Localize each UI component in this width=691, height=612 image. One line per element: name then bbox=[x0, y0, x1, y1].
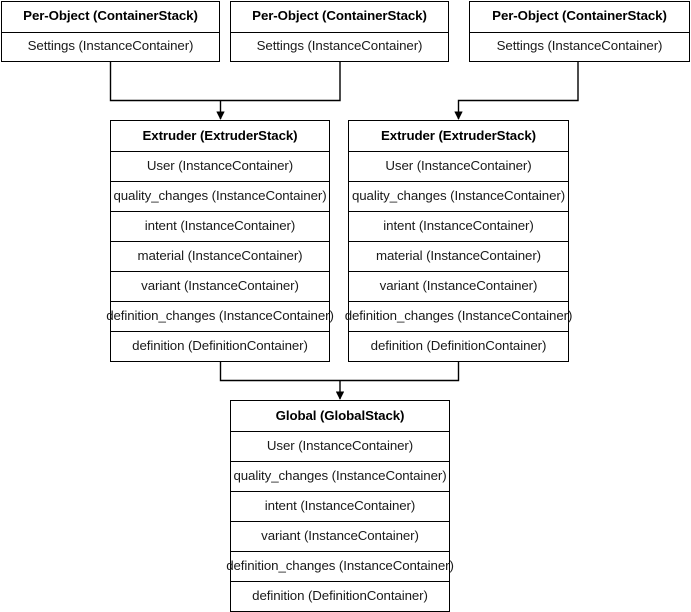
edge-perobject1-to-extruder1 bbox=[109, 60, 221, 102]
node-row: User (InstanceContainer) bbox=[231, 431, 449, 461]
node-per-object-3[interactable]: Per-Object (ContainerStack) Settings (In… bbox=[469, 1, 690, 62]
node-header: Extruder (ExtruderStack) bbox=[142, 127, 298, 143]
node-header: Per-Object (ContainerStack) bbox=[23, 8, 198, 24]
node-row: User (InstanceContainer) bbox=[349, 151, 568, 181]
node-extruder-2[interactable]: Extruder (ExtruderStack) User (InstanceC… bbox=[345, 120, 572, 362]
node-row: quality_changes (InstanceContainer) bbox=[111, 181, 329, 211]
node-row: intent (InstanceContainer) bbox=[231, 491, 449, 521]
node-row: quality_changes (InstanceContainer) bbox=[231, 461, 449, 491]
node-row: definition (DefinitionContainer) bbox=[231, 581, 449, 611]
node-row: intent (InstanceContainer) bbox=[111, 211, 329, 241]
node-row: intent (InstanceContainer) bbox=[349, 211, 568, 241]
node-header: Per-Object (ContainerStack) bbox=[492, 8, 667, 24]
node-row: variant (InstanceContainer) bbox=[111, 271, 329, 301]
node-row: Settings (InstanceContainer) bbox=[231, 31, 448, 62]
edge-extruder1-to-global bbox=[219, 360, 340, 382]
node-extruder-1[interactable]: Extruder (ExtruderStack) User (InstanceC… bbox=[106, 120, 334, 362]
node-row: quality_changes (InstanceContainer) bbox=[349, 181, 568, 211]
node-row: definition_changes (InstanceContainer) bbox=[345, 301, 572, 331]
edge-perobject2-to-extruder1 bbox=[220, 60, 341, 102]
node-header: Extruder (ExtruderStack) bbox=[381, 127, 536, 143]
node-header: Per-Object (ContainerStack) bbox=[252, 8, 427, 24]
node-global[interactable]: Global (GlobalStack) User (InstanceConta… bbox=[226, 400, 454, 612]
node-per-object-2[interactable]: Per-Object (ContainerStack) Settings (In… bbox=[230, 1, 449, 62]
node-row: Settings (InstanceContainer) bbox=[470, 31, 689, 62]
node-header: Global (GlobalStack) bbox=[275, 407, 405, 423]
node-row: User (InstanceContainer) bbox=[111, 151, 329, 181]
edge-extruder2-to-global bbox=[340, 360, 460, 382]
node-row: definition_changes (InstanceContainer) bbox=[226, 551, 454, 581]
node-row: variant (InstanceContainer) bbox=[349, 271, 568, 301]
edge-perobject3-to-extruder2 bbox=[454, 60, 579, 120]
node-row: material (InstanceContainer) bbox=[111, 241, 329, 271]
node-row: Settings (InstanceContainer) bbox=[2, 31, 219, 62]
node-row: definition_changes (InstanceContainer) bbox=[106, 301, 334, 331]
node-row: material (InstanceContainer) bbox=[349, 241, 568, 271]
node-row: variant (InstanceContainer) bbox=[231, 521, 449, 551]
node-row: definition (DefinitionContainer) bbox=[349, 331, 568, 361]
node-per-object-1[interactable]: Per-Object (ContainerStack) Settings (In… bbox=[1, 1, 220, 62]
node-row: definition (DefinitionContainer) bbox=[111, 331, 329, 361]
